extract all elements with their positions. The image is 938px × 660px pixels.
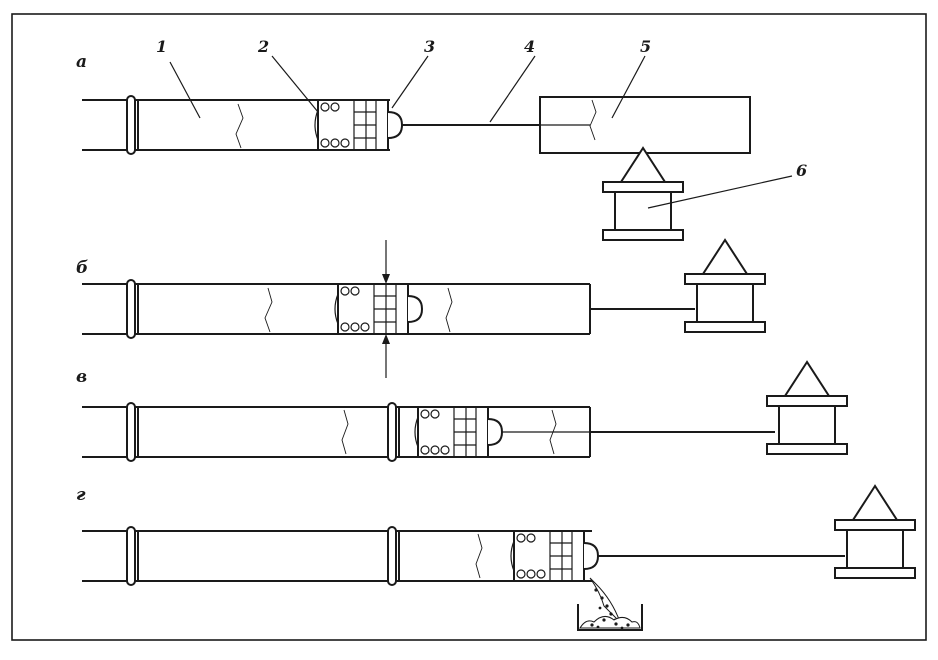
bursting-head	[513, 530, 599, 582]
callout-4: 4	[524, 37, 535, 56]
bursting-head	[337, 283, 423, 335]
stage-v	[82, 361, 848, 462]
stage-a	[82, 95, 751, 241]
leader-line-4	[489, 55, 536, 123]
pipe-joint-collar	[126, 95, 136, 155]
winch	[684, 239, 766, 333]
callout-3: 3	[424, 37, 435, 56]
winch	[602, 147, 684, 241]
callout-5: 5	[640, 37, 651, 56]
callout-2: 2	[257, 37, 269, 56]
debris-stream	[589, 577, 621, 623]
winch	[766, 361, 848, 455]
bursting-head	[317, 99, 403, 151]
leader-line-2	[271, 55, 319, 113]
debris-bin	[577, 604, 643, 631]
stage-label-v: в	[76, 367, 87, 387]
stage-label-b: б	[76, 258, 88, 278]
callout-6: 6	[796, 161, 807, 180]
stage-g	[82, 485, 916, 631]
leader-line-1	[169, 61, 201, 119]
bursting-head	[417, 406, 503, 458]
winch	[834, 485, 916, 579]
leader-line-3	[391, 55, 429, 109]
stage-label-g: г	[76, 485, 86, 505]
leader-line-6	[647, 175, 793, 209]
figure-frame	[11, 13, 927, 641]
callout-1: 1	[156, 37, 167, 56]
stage-b	[82, 239, 766, 378]
leader-line-5	[611, 55, 646, 119]
stage-label-a: а	[76, 52, 87, 72]
